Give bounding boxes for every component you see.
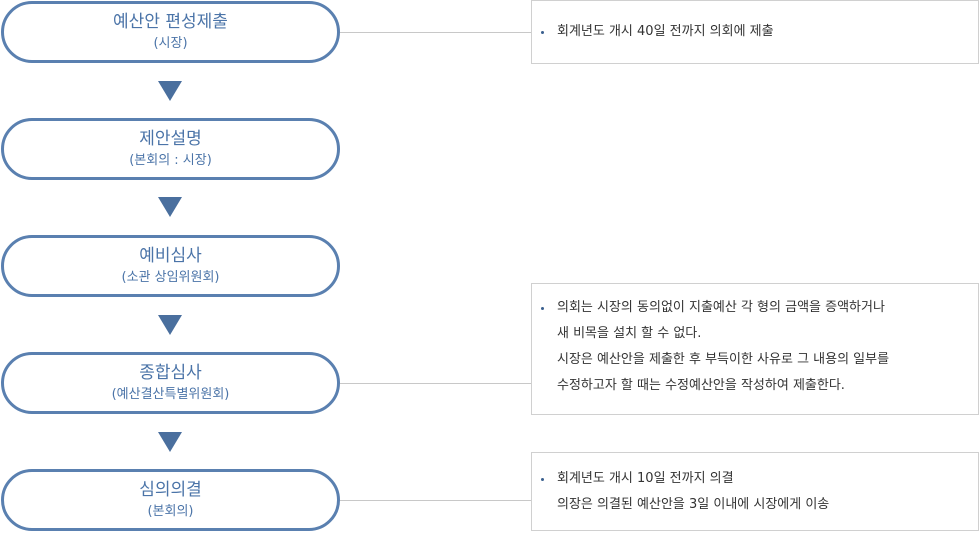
step-budget-submission: 예산안 편성제출 (시장) [1, 1, 340, 63]
note-text: 시장은 예산안을 제출한 후 부득이한 사유로 그 내용의 일부를 [557, 352, 890, 367]
note-bullet-item: 회계년도 개시 40일 전까지 의회에 제출 [541, 19, 968, 45]
step-subtitle: (본회의 : 시장) [129, 153, 212, 168]
note-submission: 회계년도 개시 40일 전까지 의회에 제출 [531, 0, 979, 64]
step-title: 심의의결 [139, 480, 202, 500]
down-arrow-icon [158, 315, 182, 335]
step-subtitle: (본회의) [147, 504, 194, 519]
down-arrow-icon [158, 81, 182, 101]
step-title: 제안설명 [139, 129, 202, 149]
step-title: 종합심사 [139, 363, 202, 383]
step-comprehensive-review: 종합심사 (예산결산특별위원회) [1, 352, 340, 414]
note-text: 의회는 시장의 동의없이 지출예산 각 형의 금액을 증액하거나 [557, 300, 885, 315]
step-title: 예비심사 [139, 246, 202, 266]
connector-line [340, 383, 531, 384]
step-subtitle: (시장) [153, 36, 188, 51]
step-preliminary-review: 예비심사 (소관 상임위원회) [1, 235, 340, 297]
step-subtitle: (소관 상임위원회) [121, 270, 220, 285]
note-comprehensive-review: 의회는 시장의 동의없이 지출예산 각 형의 금액을 증액하거나 새 비목을 설… [531, 283, 979, 415]
connector-line [340, 32, 531, 33]
step-proposal-explanation: 제안설명 (본회의 : 시장) [1, 118, 340, 180]
note-bullet-item: 의회는 시장의 동의없이 지출예산 각 형의 금액을 증액하거나 새 비목을 설… [541, 295, 968, 399]
note-text: 수정하고자 할 때는 수정예산안을 작성하여 제출한다. [557, 378, 845, 393]
down-arrow-icon [158, 432, 182, 452]
note-resolution: 회계년도 개시 10일 전까지 의결 의장은 의결된 예산안을 3일 이내에 시… [531, 452, 979, 531]
note-text: 의장은 의결된 예산안을 3일 이내에 시장에게 이송 [557, 497, 830, 512]
step-deliberation-resolution: 심의의결 (본회의) [1, 469, 340, 531]
step-title: 예산안 편성제출 [113, 12, 228, 32]
note-text: 회계년도 개시 40일 전까지 의회에 제출 [557, 24, 774, 39]
note-bullet-item: 회계년도 개시 10일 전까지 의결 의장은 의결된 예산안을 3일 이내에 시… [541, 466, 968, 518]
down-arrow-icon [158, 197, 182, 217]
note-text: 새 비목을 설치 할 수 없다. [557, 326, 702, 341]
connector-line [340, 500, 531, 501]
step-subtitle: (예산결산특별위원회) [111, 387, 230, 402]
note-text: 회계년도 개시 10일 전까지 의결 [557, 471, 734, 486]
